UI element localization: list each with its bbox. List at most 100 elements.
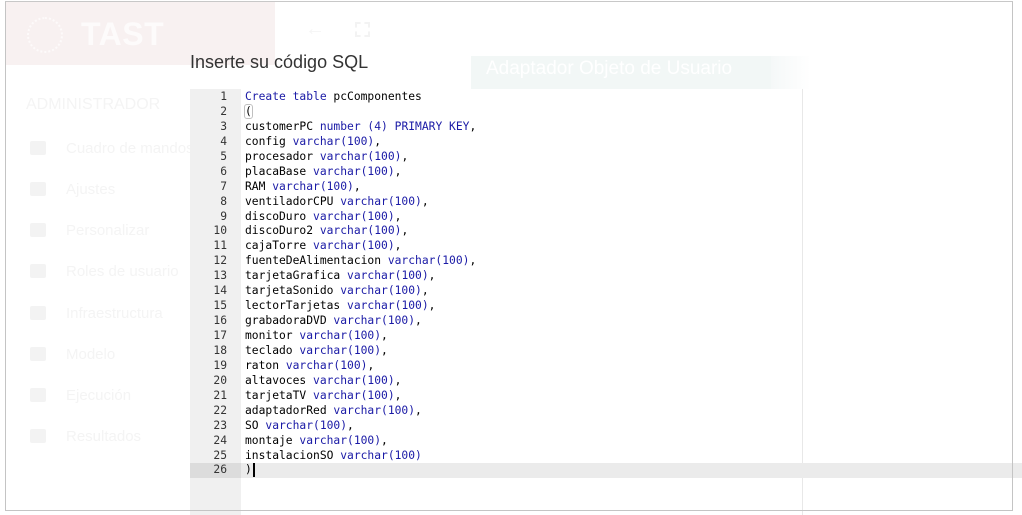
code-text: altavoces varchar(100), — [245, 373, 402, 387]
sidebar-item-label: Ejecución — [66, 386, 132, 404]
binoculars-icon — [30, 306, 46, 320]
calendar-icon — [30, 388, 46, 402]
line-number: 13 — [213, 269, 227, 283]
sidebar-item-model[interactable]: Modelo — [30, 343, 200, 365]
users-icon — [30, 264, 46, 278]
code-text: monitor varchar(100), — [245, 329, 388, 342]
sidebar-item-settings[interactable]: Ajustes — [30, 178, 200, 200]
line-number: 16 — [213, 314, 227, 328]
code-line[interactable]: 17 monitor varchar(100), — [190, 329, 1022, 344]
code-text: placaBase varchar(100), — [245, 164, 402, 178]
code-text: raton varchar(100), — [245, 358, 375, 372]
code-text: cajaTorre varchar(100), — [245, 239, 402, 253]
logo-icon — [27, 17, 63, 53]
line-number: 9 — [220, 209, 227, 223]
back-arrow-icon[interactable]: ← — [305, 18, 325, 40]
code-text: tarjetaSonido varchar(100), — [245, 284, 429, 298]
line-number: 22 — [213, 403, 227, 417]
sidebar-item-label: Roles de usuario — [66, 262, 179, 280]
code-line[interactable]: 19 raton varchar(100), — [190, 359, 1022, 374]
code-line[interactable]: 26) — [190, 463, 1022, 479]
code-text: ( — [244, 103, 253, 119]
sidebar-item-results[interactable]: Resultados — [30, 425, 200, 447]
fullscreen-icon[interactable] — [355, 22, 370, 37]
code-text: grabadoraDVD varchar(100), — [245, 314, 422, 328]
line-number: 26 — [190, 463, 241, 479]
code-text: adaptadorRed varchar(100), — [245, 403, 422, 417]
sidebar-item-infrastructure[interactable]: Infraestructura — [30, 302, 200, 324]
modal-title: Inserte su código SQL — [190, 52, 369, 72]
print-margin — [802, 89, 803, 515]
code-line[interactable]: 20 altavoces varchar(100), — [190, 374, 1022, 389]
code-line[interactable]: 10 discoDuro2 varchar(100), — [190, 224, 1022, 239]
sidebar-item-label: Resultados — [66, 427, 142, 445]
sidebar-section-title: ADMINISTRADOR — [26, 96, 161, 113]
code-text: montaje varchar(100), — [245, 433, 388, 447]
line-number-gutter — [190, 89, 241, 515]
line-number: 18 — [213, 343, 227, 357]
code-line[interactable]: 23 SO varchar(100), — [190, 419, 1022, 434]
code-line[interactable]: 15 lectorTarjetas varchar(100), — [190, 299, 1022, 314]
code-line[interactable]: 16 grabadoraDVD varchar(100), — [190, 314, 1022, 329]
code-line[interactable]: 18 teclado varchar(100), — [190, 344, 1022, 359]
code-text: tarjetaGrafica varchar(100), — [245, 269, 436, 283]
line-number: 20 — [213, 373, 227, 387]
code-text: ventiladorCPU varchar(100), — [245, 194, 429, 208]
code-line[interactable]: 3 customerPC number (4) PRIMARY KEY, — [190, 120, 1022, 135]
sidebar-item-dashboard[interactable]: Cuadro de mandos — [30, 137, 200, 159]
adapter-button-fade — [771, 56, 811, 89]
code-text: teclado varchar(100), — [245, 343, 388, 357]
line-number: 17 — [213, 329, 227, 342]
code-text: instalacionSO varchar(100) — [245, 448, 422, 462]
code-line[interactable]: 6 placaBase varchar(100), — [190, 165, 1022, 180]
code-line[interactable]: 2( — [190, 103, 1022, 120]
sidebar-item-user-roles[interactable]: Roles de usuario — [30, 260, 200, 282]
sidebar-item-execution[interactable]: Ejecución — [30, 384, 200, 406]
line-number: 3 — [220, 119, 227, 133]
line-number: 12 — [213, 254, 227, 268]
code-text: customerPC number (4) PRIMARY KEY, — [245, 119, 477, 133]
line-number: 11 — [213, 239, 227, 253]
code-line[interactable]: 21 tarjetaTV varchar(100), — [190, 389, 1022, 404]
line-number: 6 — [220, 164, 227, 178]
briefcase-icon — [30, 347, 46, 361]
cog-icon — [30, 223, 46, 237]
line-number: 23 — [213, 418, 227, 432]
sidebar-item-label: Personalizar — [66, 221, 150, 239]
code-text: ) — [245, 463, 255, 478]
code-text: SO varchar(100), — [245, 418, 354, 432]
line-number: 19 — [213, 358, 227, 372]
code-text: config varchar(100), — [245, 134, 382, 148]
adapter-button[interactable]: Adaptador Objeto de Usuario — [471, 56, 771, 89]
gear-icon — [30, 182, 46, 196]
code-line[interactable]: 22 adaptadorRed varchar(100), — [190, 404, 1022, 419]
line-number: 15 — [213, 299, 227, 313]
sidebar-item-label: Modelo — [66, 345, 116, 363]
line-number: 10 — [213, 224, 227, 238]
code-line[interactable]: 4 config varchar(100), — [190, 135, 1022, 150]
code-line[interactable]: 11 cajaTorre varchar(100), — [190, 239, 1022, 254]
line-number: 21 — [213, 388, 227, 402]
line-number: 2 — [220, 104, 227, 118]
code-line[interactable]: 13 tarjetaGrafica varchar(100), — [190, 269, 1022, 284]
sidebar-item-customize[interactable]: Personalizar — [30, 219, 200, 241]
sidebar-item-label: Infraestructura — [66, 304, 163, 322]
code-text: discoDuro2 varchar(100), — [245, 224, 409, 238]
line-number: 4 — [220, 134, 227, 148]
code-text: tarjetaTV varchar(100), — [245, 388, 402, 402]
code-text: lectorTarjetas varchar(100), — [245, 299, 436, 313]
dashboard-icon — [30, 141, 46, 155]
line-number: 5 — [220, 149, 227, 163]
